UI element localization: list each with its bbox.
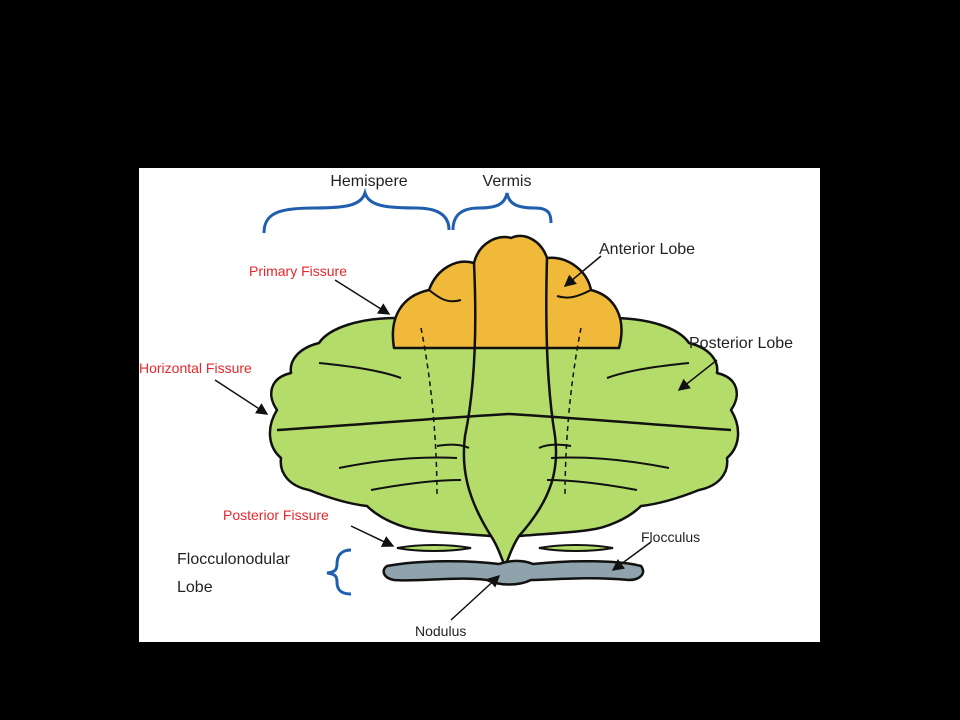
cerebellum-diagram: Hemispere Vermis Anterior Lobe Posterior… [139,173,793,639]
folium-right-4 [538,443,572,449]
posterior-fissure-sliver-left [396,544,472,552]
folium-right-2 [550,456,670,469]
posterior-fissure-sliver-right [538,544,614,552]
vermis-line-right [518,257,558,537]
flocculus-arrow [611,541,652,571]
vermis-label: Vermis [483,173,532,190]
primary-fissure-label: Primary Fissure [249,263,347,279]
posterior-lobe-label: Posterior Lobe [689,335,793,352]
posterior-fissure-label: Posterior Fissure [223,507,329,523]
flocculonodular-lobe-shape [382,559,645,586]
cerebellum-diagram-panel: Hemispere Vermis Anterior Lobe Posterior… [139,168,820,642]
horizontal-fissure-line [276,412,732,432]
dashed-boundary-left [420,327,438,499]
dashed-boundary-right [564,327,582,499]
folium-left-3 [370,479,462,491]
nodulus-arrow [450,574,501,621]
posterior-lobe-arrow [677,359,718,391]
anterior-fold-right [556,289,592,299]
flocculonodular-label-line1: Flocculonodular [177,551,291,568]
nodulus-label: Nodulus [415,623,466,639]
anterior-lobe-label: Anterior Lobe [599,241,695,258]
folium-left-1 [318,362,402,379]
folium-left-4 [436,443,470,449]
horizontal-fissure-label: Horizontal Fissure [139,360,252,376]
folium-left-2 [338,456,458,469]
vermis-line-left [462,262,493,537]
posterior-fissure-arrow [350,525,395,547]
vermis-brace [451,192,553,231]
folium-right-3 [546,479,638,491]
flocculonodular-label-line2: Lobe [177,579,213,596]
folium-right-1 [606,362,690,379]
hemisphere-label: Hemispere [330,173,407,190]
anterior-lobe-shape [391,234,623,350]
hemisphere-brace [262,187,451,234]
anterior-lobe-arrow [563,255,602,287]
flocculonodular-brace [326,548,352,596]
anterior-fold-left [428,289,462,303]
horizontal-fissure-arrow [214,379,269,415]
flocculus-label: Flocculus [641,529,700,545]
primary-fissure-arrow [334,279,391,315]
